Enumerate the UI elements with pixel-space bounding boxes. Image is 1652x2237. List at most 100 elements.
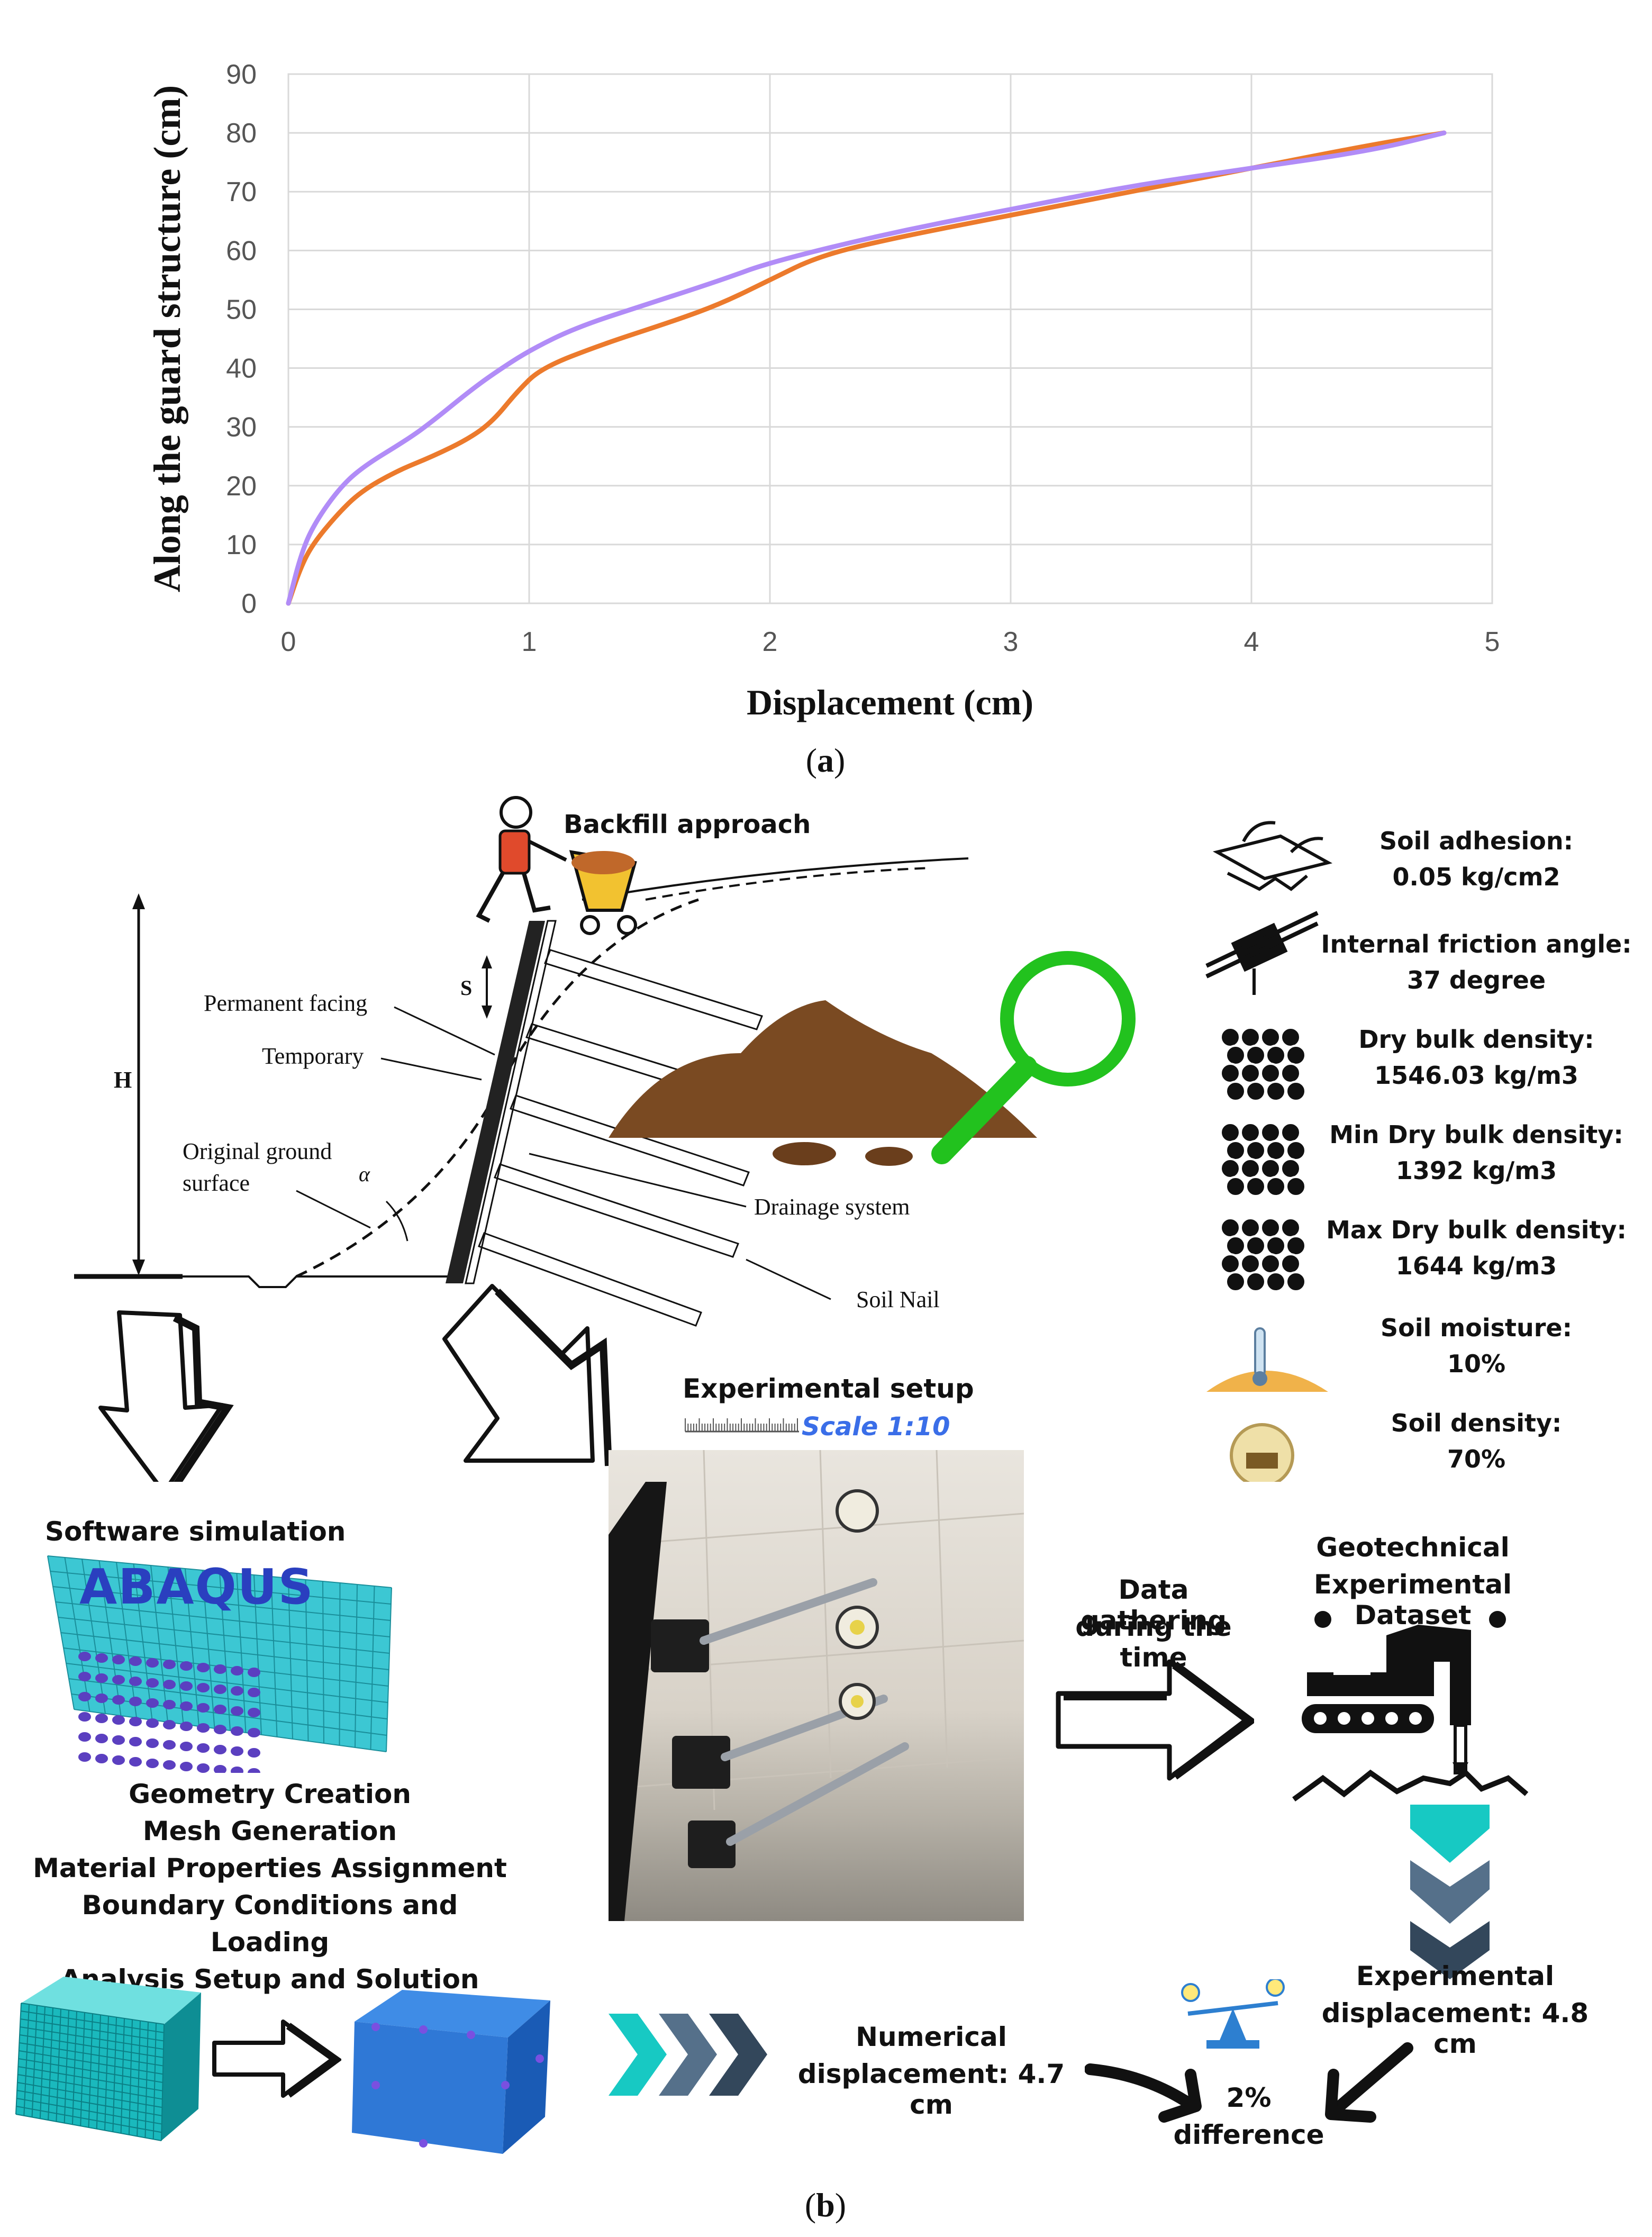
chevron-arrows-down bbox=[1410, 1805, 1490, 1979]
y-tick-label: 40 bbox=[226, 354, 257, 384]
permanent-facing-label: Permanent facing bbox=[204, 990, 368, 1016]
y-tick-label: 30 bbox=[226, 412, 257, 443]
thermometer-soil-icon bbox=[1206, 1327, 1328, 1392]
soil-property-name: Soil moisture: bbox=[1381, 1314, 1572, 1342]
difference-line1: 2% bbox=[1226, 2082, 1272, 2113]
chevron-arrows-left bbox=[609, 2014, 767, 2096]
right-arrow-small bbox=[212, 2019, 341, 2098]
converging-arrows bbox=[1085, 2042, 1413, 2123]
y-axis-label: Along the guard structure (cm) bbox=[146, 85, 188, 593]
soil-pile-image bbox=[609, 1000, 1037, 1138]
panel-a-label: (a) bbox=[805, 741, 846, 779]
soil-nail-schematic: H S bbox=[74, 796, 1136, 1482]
series-line-1 bbox=[286, 130, 1447, 606]
soil-property: Max Dry bulk density: 1644 kg/m3 bbox=[1307, 1212, 1646, 1284]
series-line-2 bbox=[286, 130, 1447, 606]
experimental-displacement-line2: displacement: 4.8 cm bbox=[1321, 1998, 1589, 2059]
soil-property-name: Dry bulk density: bbox=[1358, 1025, 1594, 1054]
mesh-cube-image bbox=[15, 1977, 201, 2141]
soil-property-value: 37 degree bbox=[1406, 966, 1546, 994]
numerical-displacement-line2: displacement: 4.7 cm bbox=[797, 2059, 1065, 2120]
soil-property: Soil adhesion: 0.05 kg/cm2 bbox=[1307, 823, 1646, 895]
original-ground-label-line1: Original ground bbox=[183, 1138, 332, 1164]
soil-property-value: 10% bbox=[1447, 1350, 1506, 1378]
soil-property-name: Max Dry bulk density: bbox=[1326, 1216, 1627, 1244]
alpha-label: α bbox=[359, 1162, 370, 1186]
excavator-icon bbox=[1292, 1611, 1529, 1802]
panel-b-label: (b) bbox=[804, 2186, 847, 2224]
right-arrow-large bbox=[1056, 1659, 1254, 1781]
x-tick-label: 3 bbox=[1003, 627, 1019, 657]
abaqus-mesh-image bbox=[47, 1555, 392, 1773]
simulation-step: Geometry Creation bbox=[129, 1779, 411, 1809]
soil-density-icon bbox=[1230, 1423, 1294, 1482]
y-tick-label: 10 bbox=[226, 530, 257, 560]
soil-property-value: 0.05 kg/cm2 bbox=[1392, 863, 1560, 891]
spacing-label: S bbox=[460, 976, 472, 1000]
soil-nail-label: Soil Nail bbox=[856, 1287, 940, 1312]
experimental-setup-title: Experimental setup bbox=[683, 1373, 974, 1404]
x-tick-label: 4 bbox=[1244, 627, 1259, 657]
displacement-chart: 0 1 2 3 4 5 0 10 20 30 40 50 60 70 80 90 Displacement … bbox=[146, 59, 1500, 722]
x-axis-label: Displacement (cm) bbox=[747, 682, 1033, 722]
soil-property-value: 1546.03 kg/m3 bbox=[1374, 1061, 1578, 1090]
panel-b-letter: b bbox=[816, 2186, 835, 2224]
numerical-displacement-line1: Numerical bbox=[856, 2022, 1007, 2052]
x-tick-label: 0 bbox=[281, 627, 296, 657]
soil-property-value: 1644 kg/m3 bbox=[1395, 1252, 1557, 1280]
y-tick-label: 20 bbox=[226, 471, 257, 502]
property-icons bbox=[1205, 821, 1333, 1482]
software-simulation-title: Software simulation bbox=[45, 1516, 346, 1547]
data-gathering-line2: during the time bbox=[1075, 1611, 1232, 1673]
simulation-step: Boundary Conditions and Loading bbox=[81, 1890, 458, 1958]
y-tick-label: 80 bbox=[226, 118, 257, 149]
experimental-displacement-line1: Experimental bbox=[1356, 1961, 1555, 1991]
down-right-arrow bbox=[442, 1284, 612, 1466]
soil-property-name: Soil density: bbox=[1391, 1409, 1562, 1437]
dataset-title-line2: Experimental Dataset bbox=[1313, 1569, 1512, 1631]
y-tick-label: 70 bbox=[226, 177, 257, 207]
y-tick-label: 50 bbox=[226, 294, 257, 325]
magnifier-icon bbox=[931, 951, 1136, 1164]
soil-property-name: Min Dry bulk density: bbox=[1329, 1120, 1623, 1149]
panel-a-letter: a bbox=[817, 741, 834, 779]
y-tick-label: 90 bbox=[226, 59, 257, 90]
scale-ruler-icon bbox=[685, 1418, 799, 1433]
y-tick-label: 0 bbox=[241, 588, 257, 619]
x-tick-label: 2 bbox=[763, 627, 778, 657]
backfill-approach-label: Backfill approach bbox=[564, 810, 811, 839]
particles-icon bbox=[1220, 1217, 1306, 1292]
experimental-setup-photo bbox=[609, 1450, 1024, 1921]
friction-angle-icon bbox=[1205, 911, 1319, 995]
soil-property: Internal friction angle: 37 degree bbox=[1307, 926, 1646, 998]
loaded-mesh-image bbox=[352, 1990, 550, 2154]
x-tick-label: 1 bbox=[522, 627, 537, 657]
soil-property: Soil density: 70% bbox=[1307, 1405, 1646, 1477]
soil-property: Min Dry bulk density:1392 kg/m3 bbox=[1307, 1117, 1646, 1189]
backfill-worker-icon bbox=[476, 796, 637, 935]
soil-property-name: Internal friction angle: bbox=[1321, 930, 1632, 958]
simulation-step: Mesh Generation bbox=[142, 1816, 397, 1846]
soil-property-value: 70% bbox=[1447, 1445, 1506, 1473]
data-gathering-line1: Data gathering bbox=[1080, 1574, 1227, 1636]
particles-icon bbox=[1220, 1027, 1306, 1102]
x-tick-label: 5 bbox=[1485, 627, 1500, 657]
soil-property: Soil moisture: 10% bbox=[1307, 1310, 1646, 1382]
particles-icon bbox=[1220, 1122, 1306, 1197]
plot-area bbox=[287, 73, 1493, 604]
soil-adhesion-icon bbox=[1212, 821, 1333, 891]
dataset-title-line1: Geotechnical bbox=[1316, 1532, 1510, 1563]
soil-property-name: Soil adhesion: bbox=[1379, 827, 1574, 855]
balance-scale-icon bbox=[1181, 1979, 1285, 2049]
difference-line2: difference bbox=[1173, 2120, 1324, 2150]
scale-label: Scale 1:10 bbox=[802, 1412, 950, 1442]
wall-facing bbox=[446, 921, 545, 1283]
y-tick-label: 60 bbox=[226, 236, 257, 266]
down-arrow-left bbox=[98, 1310, 234, 1482]
abaqus-logo: ABAQUS bbox=[79, 1559, 314, 1615]
temporary-label: Temporary bbox=[262, 1043, 364, 1069]
drainage-system-label: Drainage system bbox=[754, 1194, 910, 1220]
simulation-step: Material Properties Assignment bbox=[33, 1853, 507, 1883]
height-label: H bbox=[114, 1067, 132, 1093]
